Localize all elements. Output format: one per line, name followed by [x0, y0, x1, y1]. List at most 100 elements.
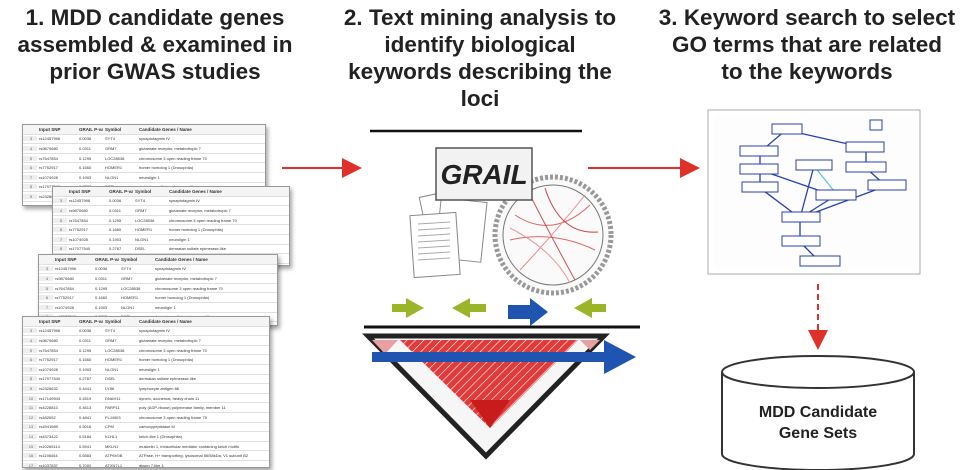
sheet-cell: GRM7: [105, 337, 117, 343]
sheet-cell: 0.0311: [95, 275, 107, 281]
step3-title-line1: 3. Keyword search to select: [658, 5, 956, 30]
sheet-cell: 6: [53, 227, 67, 233]
sheet-header-cell: Candidate Genes / Name: [155, 256, 208, 262]
sheet-cell: SYT4: [105, 136, 116, 142]
gene-sets-label: MDD Candidate Gene Sets: [722, 402, 914, 444]
sheet-cell: MKLN1: [105, 443, 119, 449]
sheet-cell: HOMER1: [121, 295, 139, 301]
sheet-cell: rs7647854: [55, 285, 74, 291]
sheet-cell: dermatan sulfate epimerase-like: [139, 376, 196, 382]
sheet-cell: 0.2787: [79, 376, 92, 382]
sheet-cell: rs2326632: [39, 385, 58, 391]
sheet-cell: 0.0036: [95, 266, 108, 272]
sheet-cell: rs17077540: [39, 184, 61, 190]
sheet-cell: 0.1295: [95, 285, 108, 291]
sheet-cell: 6: [23, 165, 37, 171]
sheet-cell: rs9870680: [69, 207, 88, 213]
sheet-cell: 13: [23, 424, 37, 430]
step3-title-line3: to the keywords: [721, 59, 893, 84]
sheet-cell: 4: [39, 275, 53, 281]
step1-title-line2: assembled & examined in: [17, 32, 293, 57]
sheet-cell: 0.4613: [79, 405, 92, 411]
sheet-cell: 11: [23, 405, 37, 411]
sheet-cell: 0.1295: [79, 155, 92, 161]
sheet-cell: rs1074928: [55, 304, 74, 310]
sheet-cell: CPM: [105, 424, 114, 430]
sheet-header-cell: Input SNP: [69, 188, 91, 194]
sheet-cell: 3: [53, 198, 67, 204]
sheet-cell: 7: [39, 304, 53, 310]
step2-title-line3: keywords describing the: [348, 59, 612, 84]
sheet-cell: 0.4519: [79, 395, 92, 401]
sheet-cell: 17: [23, 462, 37, 467]
sheet-cell: rs7647854: [39, 347, 58, 353]
sheet-cell: LY86: [105, 385, 115, 391]
sheet-cell: rs12457996: [39, 328, 61, 334]
sheet-cell: rs17149943: [39, 395, 61, 401]
sheet-cell: 7: [23, 366, 37, 372]
sheet-cell: 7: [23, 174, 37, 180]
sheet-cell: homer homolog 1 (Drosophila): [139, 357, 194, 363]
sheet-cell: glutamate receptor, metabotropic 7: [169, 207, 231, 213]
sheet-cell: 0.0311: [79, 337, 91, 343]
step2-title-line1: 2. Text mining analysis to: [343, 5, 617, 30]
sheet-cell: 14: [23, 433, 37, 439]
sheet-cell: rs12457996: [55, 266, 77, 272]
sheet-header-cell: Input SNP: [55, 256, 77, 262]
sheet-cell: 0.6583: [79, 453, 92, 459]
sheet-cell: 0.1660: [79, 165, 92, 171]
sheet-cell: DSEL: [105, 376, 116, 382]
grail-box: GRAIL: [435, 147, 533, 201]
grail-label: GRAIL: [440, 159, 527, 190]
sheet-cell: glutamate receptor, metabotropic 7: [139, 145, 201, 151]
sheet-cell: homer homolog 1 (Drosophila): [169, 227, 224, 233]
sheet-header-cell: Symbol: [105, 126, 122, 132]
sheet-cell: GRM7: [105, 145, 117, 151]
sheet-cell: 0.1903: [79, 174, 92, 180]
sheet-cell: 4: [53, 207, 67, 213]
sheet-cell: 0.5184: [79, 433, 92, 439]
sheet-cell: 0.1295: [109, 217, 122, 223]
sheet-cell: 0.0036: [79, 136, 92, 142]
sheet-cell: 0.1660: [79, 357, 92, 363]
sheet-cell: rs9870680: [39, 145, 58, 151]
sheet-cell: 3: [23, 136, 37, 142]
gene-sets-label-line2: Gene Sets: [778, 425, 858, 442]
sheet-cell: ATP6V0B: [105, 453, 123, 459]
sheet-cell: rs482652: [39, 414, 56, 420]
sheet-cell: rs17077540: [69, 246, 91, 252]
sheet-cell: 0.4841: [79, 414, 92, 420]
sheet-cell: DSEL: [135, 246, 146, 252]
sheet-cell: ATPase, H+ transporting, lysosomal 56/58…: [139, 453, 248, 459]
sheet-cell: 8: [53, 246, 67, 252]
sheet-cell: neuroligin 1: [139, 366, 160, 372]
sheet-header-cell: GRAIL P-value: [79, 126, 103, 132]
sheet-header-cell: Symbol: [121, 256, 138, 262]
step2-title-line2: identify biological: [384, 32, 576, 57]
sheet-cell: rs1074928: [39, 366, 58, 372]
sheet-cell: synaptotagmin IV: [139, 136, 170, 142]
sheet-cell: ATXN7L1: [105, 462, 123, 468]
sheet-cell: 0.1903: [95, 304, 108, 310]
sheet-cell: kelch-like 1 (Drosophila): [139, 433, 182, 439]
sheet-header-cell: GRAIL P-value: [79, 318, 103, 324]
